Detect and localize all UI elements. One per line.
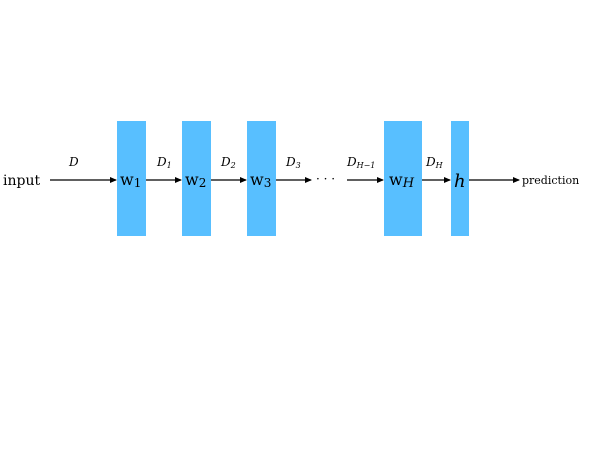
input-label: input — [3, 173, 40, 189]
layer-label-w1: w1 — [120, 170, 141, 190]
layer-block-1 — [117, 121, 146, 236]
layer-label-wH: wH — [389, 170, 415, 191]
dim-label-DH-1: DH−1 — [346, 155, 375, 170]
dim-label-DH: DH — [425, 155, 444, 170]
dim-label-D3: D3 — [285, 155, 301, 170]
ellipsis: · · · — [316, 172, 335, 186]
head-block — [451, 121, 469, 236]
dim-label-D: D — [68, 155, 79, 169]
layer-label-w3: w3 — [250, 170, 271, 190]
dim-label-D1: D1 — [156, 155, 172, 170]
layer-label-w2: w2 — [185, 170, 206, 190]
dim-label-D2: D2 — [220, 155, 236, 170]
prediction-label: prediction — [522, 174, 579, 187]
layer-block-H — [384, 121, 422, 236]
layer-block-2 — [182, 121, 211, 236]
head-label-h: h — [454, 171, 466, 192]
layer-block-3 — [247, 121, 276, 236]
